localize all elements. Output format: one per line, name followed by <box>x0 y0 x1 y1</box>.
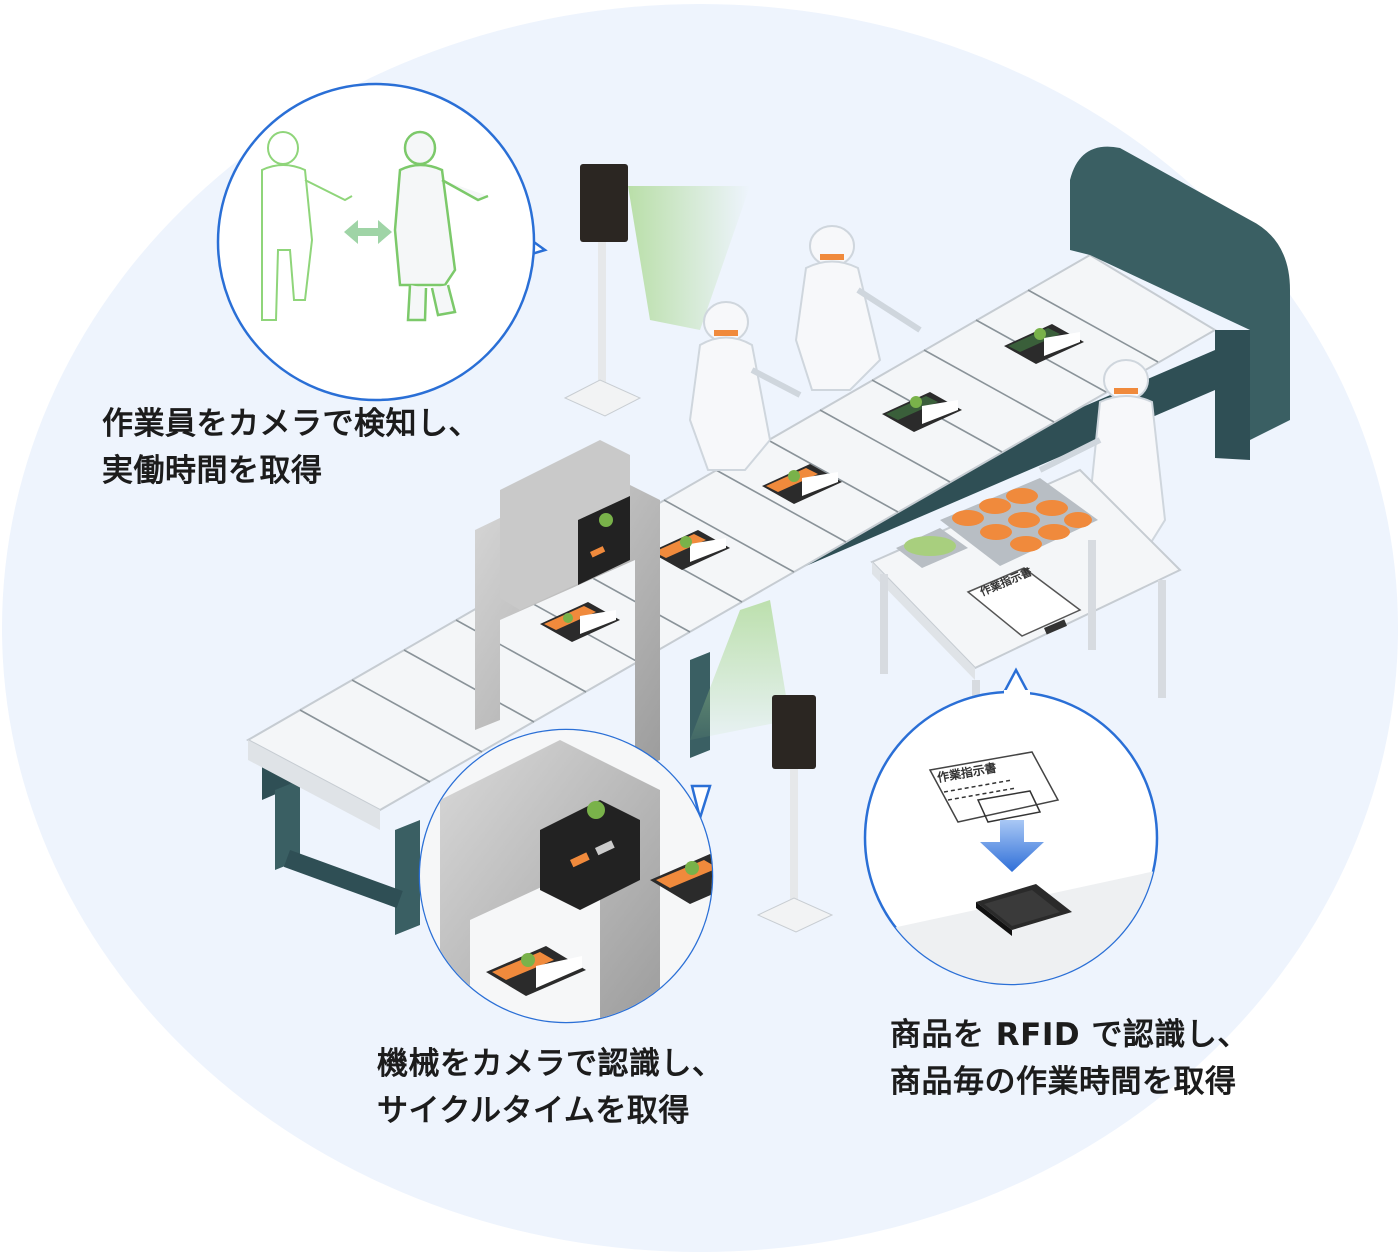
inspection-machine <box>475 440 660 770</box>
rfid-recognition-caption: 商品を RFID で認識し、 商品毎の作業時間を取得 <box>890 1012 1249 1106</box>
bento-boxes <box>540 324 1084 642</box>
camera-icon <box>563 164 750 417</box>
machine-camera-beam <box>690 600 790 740</box>
machine-recognition-callout <box>418 728 714 1024</box>
down-arrow-icon <box>980 820 1044 872</box>
worker-icon <box>688 225 1167 561</box>
rfid-caption-line2: 商品毎の作業時間を取得 <box>890 1064 1237 1100</box>
camera-icon <box>756 695 834 933</box>
worker-detection-caption: 作業員をカメラで検知し、 実働時間を取得 <box>102 401 480 495</box>
double-arrow-icon <box>344 220 392 244</box>
worker-detection-callout <box>216 82 548 402</box>
rfid-reader-icon <box>976 884 1072 936</box>
machine-caption-line1: 機械をカメラで認識し、 <box>377 1046 724 1082</box>
worker-highlight-icon <box>393 130 489 322</box>
worker-outline-icon <box>261 131 353 321</box>
rfid-callout: 作業指示書 <box>863 667 1159 986</box>
worker-caption-line2: 実働時間を取得 <box>102 453 323 489</box>
worker-caption-line1: 作業員をカメラで検知し、 <box>102 406 480 442</box>
rfid-caption-line1: 商品を RFID で認識し、 <box>890 1017 1249 1053</box>
machine-recognition-caption: 機械をカメラで認識し、 サイクルタイムを取得 <box>377 1041 724 1135</box>
document-icon: 作業指示書 <box>928 751 1060 823</box>
machine-caption-line2: サイクルタイムを取得 <box>377 1093 690 1129</box>
work-table: 作業指示書 <box>870 468 1182 780</box>
